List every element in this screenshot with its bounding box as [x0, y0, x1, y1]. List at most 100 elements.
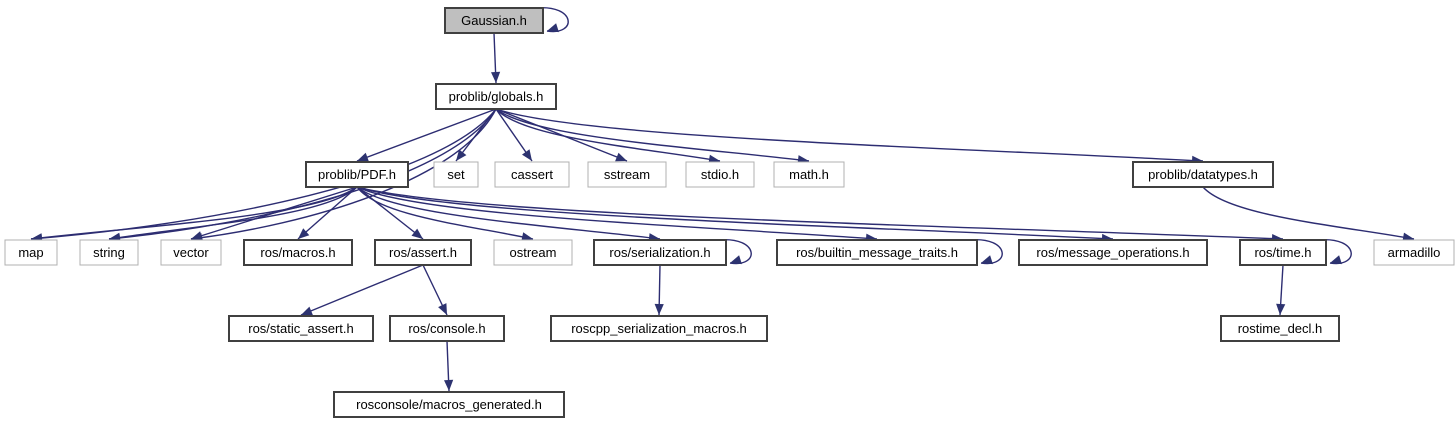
node-box-rostime_decl[interactable]	[1220, 315, 1340, 342]
graph-node-vector[interactable]: vector	[160, 239, 222, 266]
graph-node-ostream[interactable]: ostream	[493, 239, 573, 266]
graph-node-static_assert[interactable]: ros/static_assert.h	[228, 315, 374, 342]
node-box-ostream[interactable]	[493, 239, 573, 266]
graph-node-map[interactable]: map	[4, 239, 58, 266]
graph-node-serialization[interactable]: ros/serialization.h	[593, 239, 727, 266]
arrowhead-globals-to-pdf	[357, 152, 369, 162]
arrowhead-pdf-to-vector	[191, 231, 203, 241]
node-box-armadillo[interactable]	[1373, 239, 1455, 266]
arrowhead-globals-to-set	[456, 149, 467, 161]
edge-pdf-to-map	[30, 186, 358, 240]
self-loop-arrowhead-time	[1330, 255, 1342, 265]
node-box-datatypes[interactable]	[1132, 161, 1274, 188]
node-label-console: ros/console.h	[408, 321, 485, 336]
arrowhead-serialization-to-ser_macros	[654, 303, 664, 315]
node-label-globals: problib/globals.h	[449, 89, 544, 104]
node-label-builtin_traits: ros/builtin_message_traits.h	[796, 245, 958, 260]
graph-node-math[interactable]: math.h	[773, 161, 845, 188]
node-box-pdf[interactable]	[305, 161, 409, 188]
graph-node-rostime_decl[interactable]: rostime_decl.h	[1220, 315, 1340, 342]
node-label-gaussian: Gaussian.h	[461, 13, 527, 28]
graph-node-msg_ops[interactable]: ros/message_operations.h	[1018, 239, 1208, 266]
arrowhead-console-to-macros_generated	[444, 379, 454, 391]
edge-pdf-to-builtin_traits	[356, 186, 878, 240]
edge-globals-to-datatypes	[495, 108, 1204, 162]
graph-node-globals[interactable]: problib/globals.h	[435, 83, 557, 110]
node-label-macros_generated: rosconsole/macros_generated.h	[356, 397, 542, 412]
node-box-map[interactable]	[4, 239, 58, 266]
node-box-assert[interactable]	[374, 239, 472, 266]
graph-node-ser_macros[interactable]: roscpp_serialization_macros.h	[550, 315, 768, 342]
node-box-cassert[interactable]	[494, 161, 570, 188]
node-label-vector: vector	[173, 245, 209, 260]
self-loop-arrowhead-serialization	[730, 255, 742, 265]
node-label-msg_ops: ros/message_operations.h	[1036, 245, 1189, 260]
graph-node-datatypes[interactable]: problib/datatypes.h	[1132, 161, 1274, 188]
graph-node-time[interactable]: ros/time.h	[1239, 239, 1327, 266]
node-label-assert: ros/assert.h	[389, 245, 457, 260]
edge-pdf-to-assert	[356, 186, 424, 240]
node-box-time[interactable]	[1239, 239, 1327, 266]
graph-node-armadillo[interactable]: armadillo	[1373, 239, 1455, 266]
graph-node-macros[interactable]: ros/macros.h	[243, 239, 353, 266]
edge-globals-to-pdf	[356, 108, 497, 162]
graph-node-macros_generated[interactable]: rosconsole/macros_generated.h	[333, 391, 565, 418]
graph-node-set[interactable]: set	[433, 161, 479, 188]
graph-node-stdio[interactable]: stdio.h	[685, 161, 755, 188]
node-label-stdio: stdio.h	[701, 167, 739, 182]
arrowhead-time-to-rostime_decl	[1276, 303, 1286, 315]
node-label-ostream: ostream	[510, 245, 557, 260]
node-box-macros_generated[interactable]	[333, 391, 565, 418]
edge-globals-to-map	[30, 108, 497, 240]
edge-pdf-to-time	[356, 186, 1284, 240]
node-box-msg_ops[interactable]	[1018, 239, 1208, 266]
edge-pdf-to-vector	[190, 186, 358, 240]
arrowhead-globals-to-sstream	[615, 152, 627, 162]
arrowhead-pdf-to-ostream	[521, 232, 533, 242]
node-box-sstream[interactable]	[587, 161, 667, 188]
graph-node-console[interactable]: ros/console.h	[389, 315, 505, 342]
node-label-armadillo: armadillo	[1388, 245, 1441, 260]
node-box-string[interactable]	[79, 239, 139, 266]
node-box-ser_macros[interactable]	[550, 315, 768, 342]
arrowhead-pdf-to-macros	[298, 228, 310, 239]
node-box-vector[interactable]	[160, 239, 222, 266]
node-box-builtin_traits[interactable]	[776, 239, 978, 266]
graph-node-string[interactable]: string	[79, 239, 139, 266]
arrowhead-globals-to-cassert	[522, 149, 532, 161]
node-box-static_assert[interactable]	[228, 315, 374, 342]
node-label-string: string	[93, 245, 125, 260]
arrowhead-assert-to-console	[438, 303, 447, 315]
graph-node-sstream[interactable]: sstream	[587, 161, 667, 188]
node-box-math[interactable]	[773, 161, 845, 188]
node-label-cassert: cassert	[511, 167, 553, 182]
graph-node-gaussian[interactable]: Gaussian.h	[444, 7, 544, 34]
node-label-datatypes: problib/datatypes.h	[1148, 167, 1258, 182]
node-label-serialization: ros/serialization.h	[609, 245, 710, 260]
node-box-gaussian[interactable]	[444, 7, 544, 34]
node-box-console[interactable]	[389, 315, 505, 342]
node-label-pdf: problib/PDF.h	[318, 167, 396, 182]
graph-node-builtin_traits[interactable]: ros/builtin_message_traits.h	[776, 239, 978, 266]
node-label-macros: ros/macros.h	[260, 245, 335, 260]
self-loop-arrowhead-builtin_traits	[981, 255, 993, 265]
graph-node-cassert[interactable]: cassert	[494, 161, 570, 188]
node-label-time: ros/time.h	[1254, 245, 1311, 260]
node-box-stdio[interactable]	[685, 161, 755, 188]
edge-assert-to-static_assert	[300, 264, 424, 316]
node-box-serialization[interactable]	[593, 239, 727, 266]
node-box-macros[interactable]	[243, 239, 353, 266]
edge-datatypes-to-armadillo	[1202, 186, 1415, 240]
arrowhead-pdf-to-assert	[411, 228, 423, 239]
edge-pdf-to-serialization	[356, 186, 661, 240]
graph-node-pdf[interactable]: problib/PDF.h	[305, 161, 409, 188]
node-label-rostime_decl: rostime_decl.h	[1238, 321, 1323, 336]
node-label-math: math.h	[789, 167, 829, 182]
graph-node-assert[interactable]: ros/assert.h	[374, 239, 472, 266]
node-box-globals[interactable]	[435, 83, 557, 110]
self-loop-arrowhead-gaussian	[547, 23, 559, 33]
node-box-set[interactable]	[433, 161, 479, 188]
edge-pdf-to-macros	[297, 186, 358, 240]
node-label-set: set	[447, 167, 465, 182]
arrowhead-datatypes-to-armadillo	[1402, 232, 1414, 242]
